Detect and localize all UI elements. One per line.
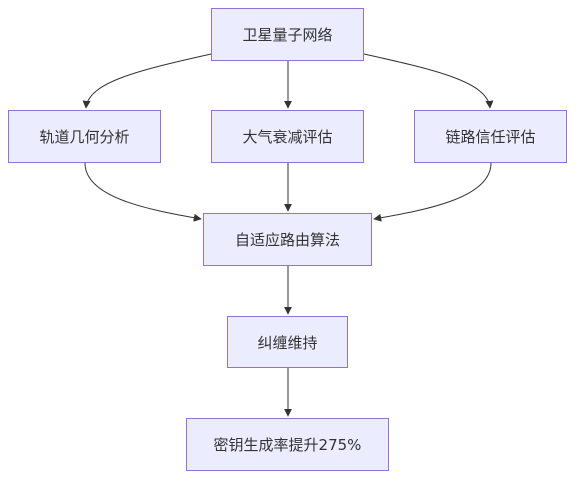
- node-link-trust-assessment: 链路信任评估: [414, 110, 567, 163]
- node-atmospheric-attenuation-assessment: 大气衰减评估: [211, 110, 364, 163]
- node-key-generation-rate-increase: 密钥生成率提升275%: [186, 418, 389, 471]
- edge-trust-to-routing: [373, 162, 492, 222]
- node-entanglement-maintenance: 纠缠维持: [227, 316, 348, 368]
- node-adaptive-routing-algorithm: 自适应路由算法: [203, 213, 372, 266]
- edge-network-to-geometry: [82, 53, 212, 109]
- edge-network-to-trust: [363, 53, 494, 109]
- node-orbital-geometry-analysis: 轨道几何分析: [8, 110, 161, 163]
- edge-geometry-to-routing: [84, 162, 202, 222]
- node-satellite-quantum-network: 卫星量子网络: [211, 8, 364, 61]
